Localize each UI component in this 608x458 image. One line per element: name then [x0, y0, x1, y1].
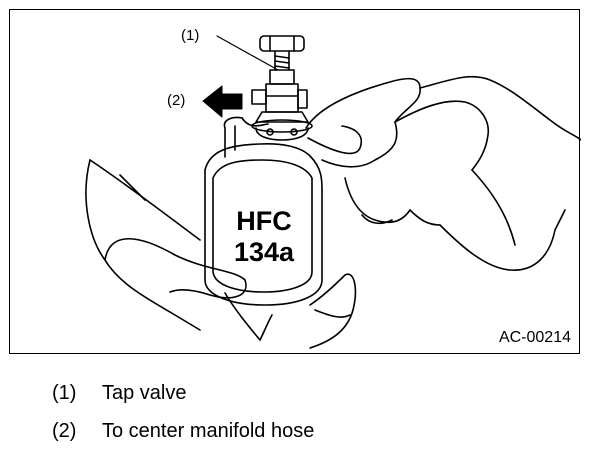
can-label-line2: 134a [234, 237, 295, 267]
callout-2-marker: (2) [167, 92, 186, 109]
callout-1-marker: (1) [181, 27, 200, 44]
direction-arrow-icon [202, 85, 243, 118]
figure-frame: HFC 134a (1) (2) AC-00214 [9, 9, 581, 354]
illustration: HFC 134a [85, 35, 581, 349]
tap-valve [251, 35, 313, 141]
right-hand [305, 75, 581, 271]
legend-marker: (1) [52, 382, 77, 404]
legend-text: Tap valve [102, 382, 187, 404]
legend-marker: (2) [52, 420, 77, 442]
legend-text: To center manifold hose [102, 420, 315, 442]
can-label-line1: HFC [236, 206, 292, 236]
callout-1-leader [216, 35, 279, 71]
legend-row: (2) To center manifold hose [52, 420, 314, 458]
left-hand [85, 159, 357, 349]
figure-id: AC-00214 [498, 329, 571, 346]
legend: (1) Tap valve (2) To center manifold hos… [52, 382, 314, 458]
legend-row: (1) Tap valve [52, 382, 314, 420]
refrigerant-can [204, 116, 323, 306]
